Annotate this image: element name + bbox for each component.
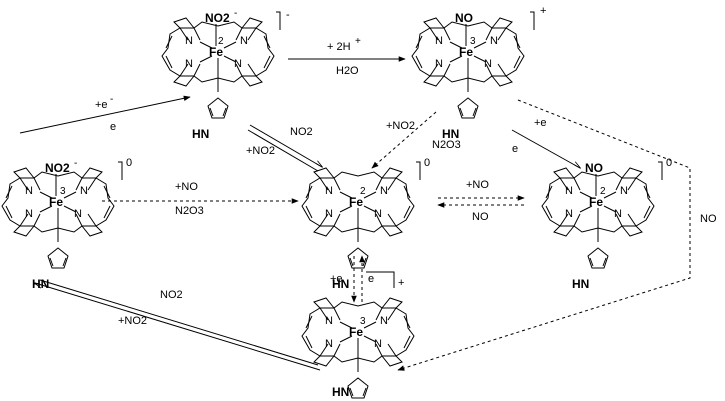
arrow-c-to-f (39, 279, 319, 366)
reagent-minus-n2o3: N2O3 (175, 205, 204, 217)
pyrrole-n: N (74, 208, 82, 220)
pyrrole-n: N (435, 35, 443, 47)
pyrrole-n: N (614, 208, 622, 220)
reagent-2h-plus: + 2H (327, 41, 351, 53)
complex-charge: + (540, 5, 546, 17)
reagent-h2o: H2O (336, 65, 359, 77)
pyrrole-n: N (484, 58, 492, 70)
axial-charge: - (234, 8, 237, 19)
pyrrole-n: N (374, 208, 382, 220)
imidazole-nh: HN (32, 277, 49, 291)
oxidation-state: 2 (600, 186, 606, 197)
reagent-plus-no2: +NO2 (246, 145, 275, 157)
pyrrole-n: N (185, 58, 193, 70)
imidazole-nh: HN (572, 277, 589, 291)
reagent-plus-no: +NO (175, 181, 198, 193)
imidazole-nh: HN (332, 385, 349, 399)
metal-label: Fe (49, 195, 63, 209)
pyrrole-n: N (325, 315, 333, 327)
pyrrole-n: N (80, 185, 88, 197)
complex-f: N N N N Fe 3 + HN (301, 271, 415, 399)
reagent-plus-no2-bottom: +NO2 (118, 315, 147, 327)
pyrrole-n: N (565, 208, 573, 220)
complex-charge: 0 (126, 157, 132, 169)
oxidation-state: 3 (360, 316, 366, 327)
imidazole-nh: HN (442, 127, 459, 141)
pyrrole-n: N (325, 185, 333, 197)
reagent-plus-e-bottom: +e (330, 273, 343, 285)
pyrrole-n: N (490, 35, 498, 47)
reagent-minus-e-bottom: e (368, 273, 374, 285)
reagent-e-charge: - (110, 94, 113, 105)
axial-ligand: NO2 (205, 11, 230, 25)
complex-charge: + (398, 277, 404, 289)
complex-charge: 0 (666, 157, 672, 169)
complex-a: N N N N Fe 2 NO2 - - HN (161, 8, 290, 141)
arrow-f-to-c (35, 283, 321, 371)
reagent-minus-no2-bottom: NO2 (160, 289, 183, 301)
oxidation-state: 3 (60, 186, 66, 197)
reagent-plus-e-right: +e (534, 117, 547, 129)
pyrrole-n: N (435, 58, 443, 70)
metal-label: Fe (349, 195, 363, 209)
metal-label: Fe (349, 325, 363, 339)
complex-c: N N N N Fe 3 NO2 - 0 HN (1, 157, 132, 291)
metal-label: Fe (459, 45, 473, 59)
reagent-minus-no-right: NO (472, 211, 489, 223)
reagent-minus-no2: NO2 (290, 126, 313, 138)
reagent-plus-e: +e (95, 99, 108, 111)
metal-label: Fe (209, 45, 223, 59)
complex-charge: 0 (424, 157, 430, 169)
complex-d: N N N N Fe 2 0 HN (301, 157, 430, 291)
reagent-h-charge: + (355, 36, 361, 47)
metal-label: Fe (589, 195, 603, 209)
reagent-minus-e: e (110, 121, 116, 133)
pyrrole-n: N (620, 185, 628, 197)
axial-ligand: NO (585, 161, 603, 175)
arrow-a-to-d (249, 124, 322, 167)
arrow-b-to-f (397, 99, 691, 371)
pyrrole-n: N (565, 185, 573, 197)
pyrrole-n: N (234, 58, 242, 70)
axial-ligand: NO (455, 11, 473, 25)
oxidation-state: 2 (360, 186, 366, 197)
imidazole-nh: HN (332, 277, 349, 291)
pyrrole-n: N (325, 338, 333, 350)
arrow-c-to-a (19, 95, 191, 134)
imidazole-nh: HN (192, 127, 209, 141)
complex-b: N N N N Fe 3 NO + HN (411, 5, 546, 141)
axial-ligand: NO2 (45, 161, 70, 175)
pyrrole-n: N (325, 208, 333, 220)
reagent-minus-e-right: e (512, 143, 518, 155)
pyrrole-n: N (25, 185, 33, 197)
arrow-b-to-e (511, 129, 580, 168)
oxidation-state: 3 (470, 36, 476, 47)
reagent-minus-no-far: NO (700, 213, 717, 225)
complex-e: N N N N Fe 2 NO 0 HN (541, 157, 672, 291)
reagent-plus-no2-center: +NO2 (386, 120, 415, 132)
reagent-plus-no-right: +NO (466, 179, 489, 191)
pyrrole-n: N (374, 338, 382, 350)
reagent-minus-n2o3-center: N2O3 (432, 139, 461, 151)
arrow-b-to-d (371, 111, 437, 169)
pyrrole-n: N (25, 208, 33, 220)
oxidation-state: 2 (218, 36, 224, 47)
pyrrole-n: N (380, 315, 388, 327)
pyrrole-n: N (240, 35, 248, 47)
complex-charge: - (286, 9, 290, 21)
axial-charge: - (74, 158, 77, 169)
pyrrole-n: N (185, 35, 193, 47)
pyrrole-n: N (380, 185, 388, 197)
arrow-d-to-a (247, 129, 319, 172)
